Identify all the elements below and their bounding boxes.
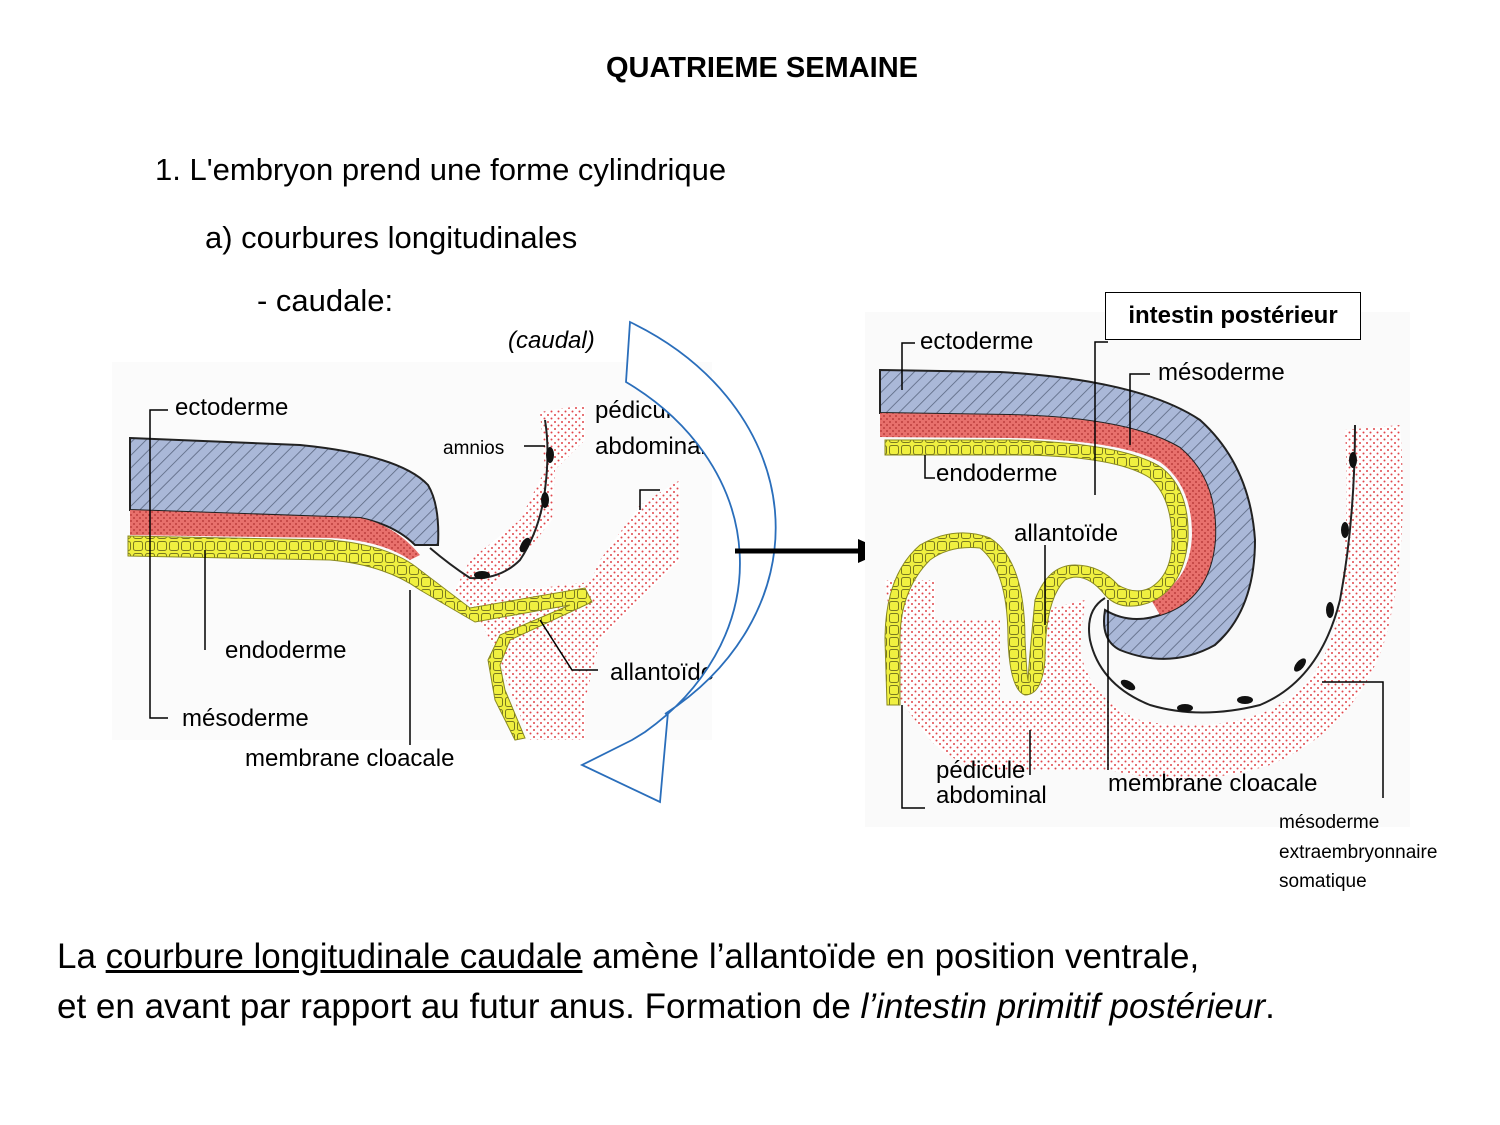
caption: La courbure longitudinale caudale amène …	[57, 932, 1275, 1032]
right-label-membrane-cloacale: membrane cloacale	[1108, 770, 1317, 797]
outline-level-3: - caudale:	[257, 283, 394, 318]
caption-line-1: La courbure longitudinale caudale amène …	[57, 932, 1275, 982]
right-label-endoderme: endoderme	[936, 460, 1057, 487]
right-label-pedicule-1: pédicule	[936, 757, 1025, 784]
caption-text-3: et en avant par rapport au futur anus. F…	[57, 987, 861, 1026]
left-label-membrane-cloacale: membrane cloacale	[245, 745, 454, 772]
right-label-pedicule-2: abdominal	[936, 782, 1047, 809]
outline-level-2: a) courbures longitudinales	[205, 220, 578, 255]
outline-level-1: 1. L'embryon prend une forme cylindrique	[155, 152, 727, 187]
caption-text-1: La	[57, 937, 106, 976]
left-amnion-membrane	[429, 419, 549, 580]
left-label-pedicule-2: abdominal	[595, 433, 706, 460]
page-title: QUATRIEME SEMAINE	[605, 52, 919, 84]
left-ectoderm-layer	[129, 436, 440, 546]
right-leader-lines	[901, 341, 1384, 809]
right-amnion-membrane	[1088, 424, 1356, 714]
right-label-meso-extra-2: extraembryonnaire	[1279, 842, 1437, 863]
right-endoderm-layer	[884, 439, 1189, 706]
caudal-label: (caudal)	[508, 327, 595, 354]
left-pedicule-tissue	[455, 405, 680, 740]
caption-italic: l’intestin primitif postérieur	[860, 987, 1266, 1026]
caption-text-4: .	[1265, 987, 1275, 1026]
left-label-amnios: amnios	[443, 438, 504, 459]
left-label-mesoderme: mésoderme	[182, 705, 309, 732]
left-label-allantoide: allantoïde	[610, 659, 714, 686]
right-embryo-diagram: ectoderme mésoderme endoderme allantoïde…	[865, 312, 1437, 892]
right-mesoderm-layer	[880, 413, 1216, 615]
left-amnion-nuclei	[474, 447, 554, 579]
right-amnion-nuclei	[1120, 452, 1357, 712]
left-label-endoderme: endoderme	[225, 637, 346, 664]
caption-text-2: amène l’allantoïde en position ventrale,	[582, 937, 1200, 976]
caption-underlined: courbure longitudinale caudale	[105, 937, 583, 976]
left-mesoderm-layer	[130, 510, 420, 560]
caption-line-2: et en avant par rapport au futur anus. F…	[57, 982, 1275, 1032]
right-label-meso-extra-1: mésoderme	[1279, 812, 1379, 833]
left-embryo-diagram: ectoderme amnios pédicule abdominal endo…	[112, 327, 714, 772]
curved-caudal-arrow	[579, 320, 777, 804]
left-leader-lines	[149, 409, 660, 745]
left-label-ectoderme: ectoderme	[175, 394, 288, 421]
left-endoderm-layer	[127, 535, 593, 741]
right-label-ectoderme: ectoderme	[920, 328, 1033, 355]
intestin-posterieur-box: intestin postérieur	[1105, 292, 1361, 340]
right-label-allantoide: allantoïde	[1014, 520, 1118, 547]
right-label-mesoderme: mésoderme	[1158, 359, 1285, 386]
right-label-meso-extra-3: somatique	[1279, 871, 1367, 892]
